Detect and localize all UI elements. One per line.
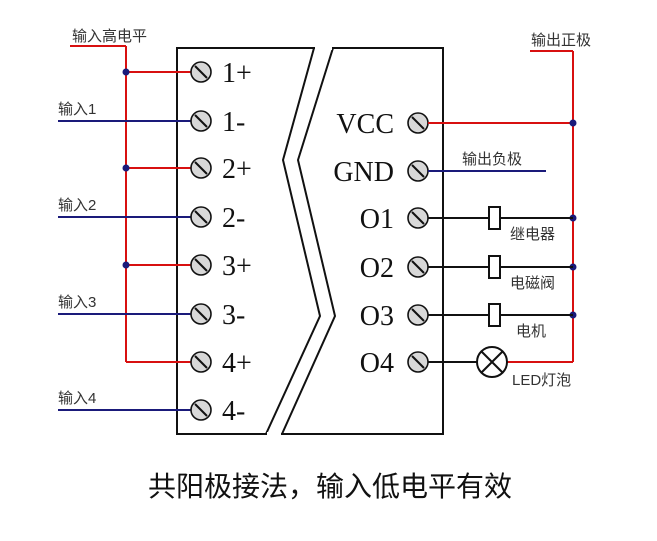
motor-icon <box>488 303 501 327</box>
screw-terminal-icon[interactable] <box>407 160 429 182</box>
pin-label-4plus: 4+ <box>222 348 252 379</box>
pin-label-o2: O2 <box>360 253 394 284</box>
label-relay: 继电器 <box>510 226 555 243</box>
screw-terminal-icon[interactable] <box>407 207 429 229</box>
label-led-lamp: LED灯泡 <box>512 372 571 389</box>
pin-label-4minus: 4- <box>222 396 245 427</box>
label-motor: 电机 <box>516 323 546 340</box>
junction-dot <box>122 68 130 76</box>
pin-label-o4: O4 <box>360 348 394 379</box>
label-input-high: 输入高电平 <box>72 28 147 45</box>
relay-icon <box>488 206 501 230</box>
break-gap-bottom <box>267 432 281 436</box>
module-body <box>176 47 444 435</box>
pin-label-2plus: 2+ <box>222 154 252 185</box>
label-input1: 输入1 <box>58 101 96 118</box>
label-input3: 输入3 <box>58 294 96 311</box>
junction-dot <box>122 164 130 172</box>
label-input4: 输入4 <box>58 390 96 407</box>
junction-dot <box>569 119 577 127</box>
pin-label-vcc: VCC <box>336 109 394 140</box>
screw-terminal-icon[interactable] <box>190 254 212 276</box>
break-line-left <box>265 47 322 435</box>
pin-label-gnd: GND <box>333 157 394 188</box>
screw-terminal-icon[interactable] <box>407 351 429 373</box>
pin-label-1plus: 1+ <box>222 58 252 89</box>
pin-label-1minus: 1- <box>222 107 245 138</box>
label-output-negative: 输出负极 <box>462 151 522 168</box>
break-line-right <box>281 47 337 435</box>
screw-terminal-icon[interactable] <box>407 256 429 278</box>
screw-terminal-icon[interactable] <box>190 61 212 83</box>
screw-terminal-icon[interactable] <box>190 110 212 132</box>
label-solenoid-valve: 电磁阀 <box>510 275 555 292</box>
break-gap-top <box>315 46 332 50</box>
lamp-icon <box>476 346 508 378</box>
screw-terminal-icon[interactable] <box>407 304 429 326</box>
screw-terminal-icon[interactable] <box>190 157 212 179</box>
pin-label-3plus: 3+ <box>222 251 252 282</box>
screw-terminal-icon[interactable] <box>190 399 212 421</box>
pin-label-o3: O3 <box>360 301 394 332</box>
pin-label-3minus: 3- <box>222 300 245 331</box>
screw-terminal-icon[interactable] <box>190 206 212 228</box>
label-input2: 输入2 <box>58 197 96 214</box>
pin-label-2minus: 2- <box>222 203 245 234</box>
diagram-caption: 共阳极接法，输入低电平有效 <box>148 470 512 503</box>
screw-terminal-icon[interactable] <box>407 112 429 134</box>
pin-label-o1: O1 <box>360 204 394 235</box>
junction-dot <box>122 261 130 269</box>
label-output-positive: 输出正极 <box>531 32 591 49</box>
screw-terminal-icon[interactable] <box>190 351 212 373</box>
screw-terminal-icon[interactable] <box>190 303 212 325</box>
solenoid-valve-icon <box>488 255 501 279</box>
